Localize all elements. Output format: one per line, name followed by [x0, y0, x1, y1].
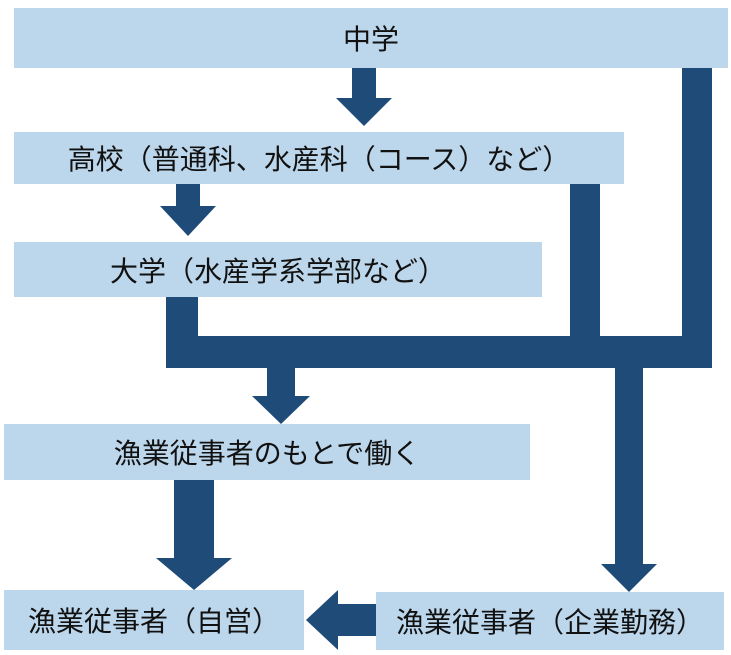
node-junior-high-label: 中学 [342, 23, 399, 56]
connector-shaft-merge-work [267, 368, 295, 396]
connector-merge-bar [166, 336, 712, 368]
arrowhead-work-self [156, 558, 232, 590]
node-university-label: 大学（水産学系学部など） [109, 254, 446, 288]
connector-shaft-merge-company [615, 368, 643, 564]
node-work-under-fisher: 漁業従事者のもとで働く [4, 424, 530, 480]
node-university: 大学（水産学系学部など） [14, 242, 542, 297]
node-fisher-company-label: 漁業従事者（企業勤務） [395, 606, 704, 639]
arrowhead-hs-univ [160, 206, 216, 236]
connector-shaft-jhs-hs [352, 68, 376, 98]
node-high-school: 高校（普通科、水産科（コース）など） [14, 132, 624, 184]
arrowhead-merge-company [601, 564, 657, 592]
arrowhead-jhs-hs [336, 98, 392, 126]
node-fisher-self-employed: 漁業従事者（自営） [4, 590, 304, 650]
node-junior-high: 中学 [14, 8, 728, 68]
node-fisher-company: 漁業従事者（企業勤務） [376, 592, 724, 650]
connector-shaft-work-self [174, 480, 214, 558]
node-work-under-fisher-label: 漁業従事者のもとで働く [113, 437, 421, 470]
connector-shaft-hs-univ [176, 184, 200, 206]
connector-jhs-right-line [682, 68, 712, 368]
connector-shaft-company-self [338, 604, 376, 636]
node-high-school-label: 高校（普通科、水産科（コース）など） [67, 143, 571, 176]
node-fisher-self-employed-label: 漁業従事者（自営） [27, 605, 280, 638]
arrowhead-merge-work [252, 396, 310, 424]
arrowhead-company-self [306, 590, 338, 650]
